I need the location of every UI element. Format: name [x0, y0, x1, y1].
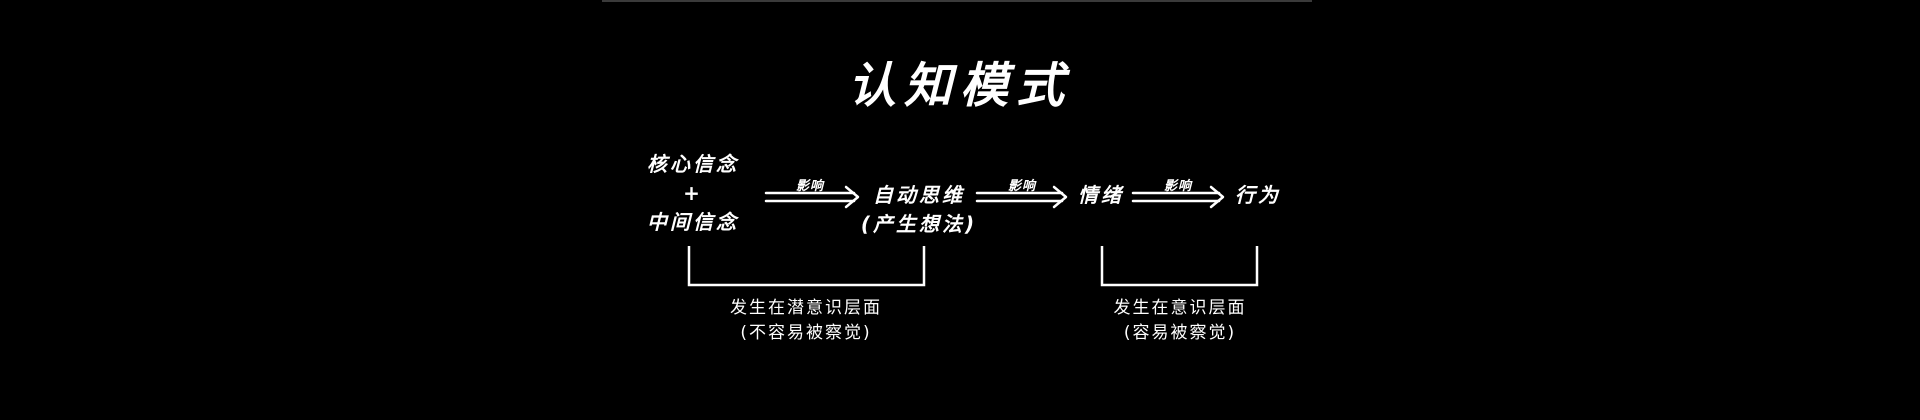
node-behavior-label: 行为: [1235, 183, 1281, 207]
bracket-subconscious: [687, 246, 926, 287]
node-behavior: 行为: [1223, 181, 1293, 210]
arrow-thought-to-emotion: [975, 185, 1068, 209]
bracket-conscious: [1100, 246, 1259, 287]
node-emotion: 情绪: [1066, 181, 1136, 210]
note-subconscious-line1: 发生在潜意识层面: [730, 298, 882, 318]
arrow-beliefs-to-thought: [764, 185, 860, 209]
edge-label-2: 影响: [1007, 179, 1036, 194]
note-conscious: 发生在意识层面 (容易被察觉): [1090, 296, 1270, 346]
node-intermediate-belief: 中间信念: [647, 210, 739, 234]
node-auto-thought: 自动思维 (产生想法): [854, 181, 984, 239]
top-divider: [602, 0, 1312, 2]
edge-label-3: 影响: [1163, 179, 1192, 194]
node-beliefs: 核心信念 + 中间信念: [628, 150, 758, 237]
node-core-belief: 核心信念: [647, 152, 739, 176]
diagram-title: 认知模式: [847, 58, 1072, 114]
note-conscious-line1: 发生在意识层面: [1113, 298, 1247, 318]
node-auto-thought-title: 自动思维: [873, 183, 965, 207]
node-plus: +: [683, 181, 703, 205]
edge-label-1: 影响: [795, 179, 824, 194]
node-emotion-label: 情绪: [1078, 183, 1124, 207]
note-conscious-line2: (容易被察觉): [1123, 323, 1237, 343]
arrow-emotion-to-behavior: [1131, 185, 1225, 209]
node-auto-thought-sub: (产生想法): [860, 212, 978, 236]
note-subconscious-line2: (不容易被察觉): [740, 323, 872, 343]
note-subconscious: 发生在潜意识层面 (不容易被察觉): [706, 296, 906, 346]
